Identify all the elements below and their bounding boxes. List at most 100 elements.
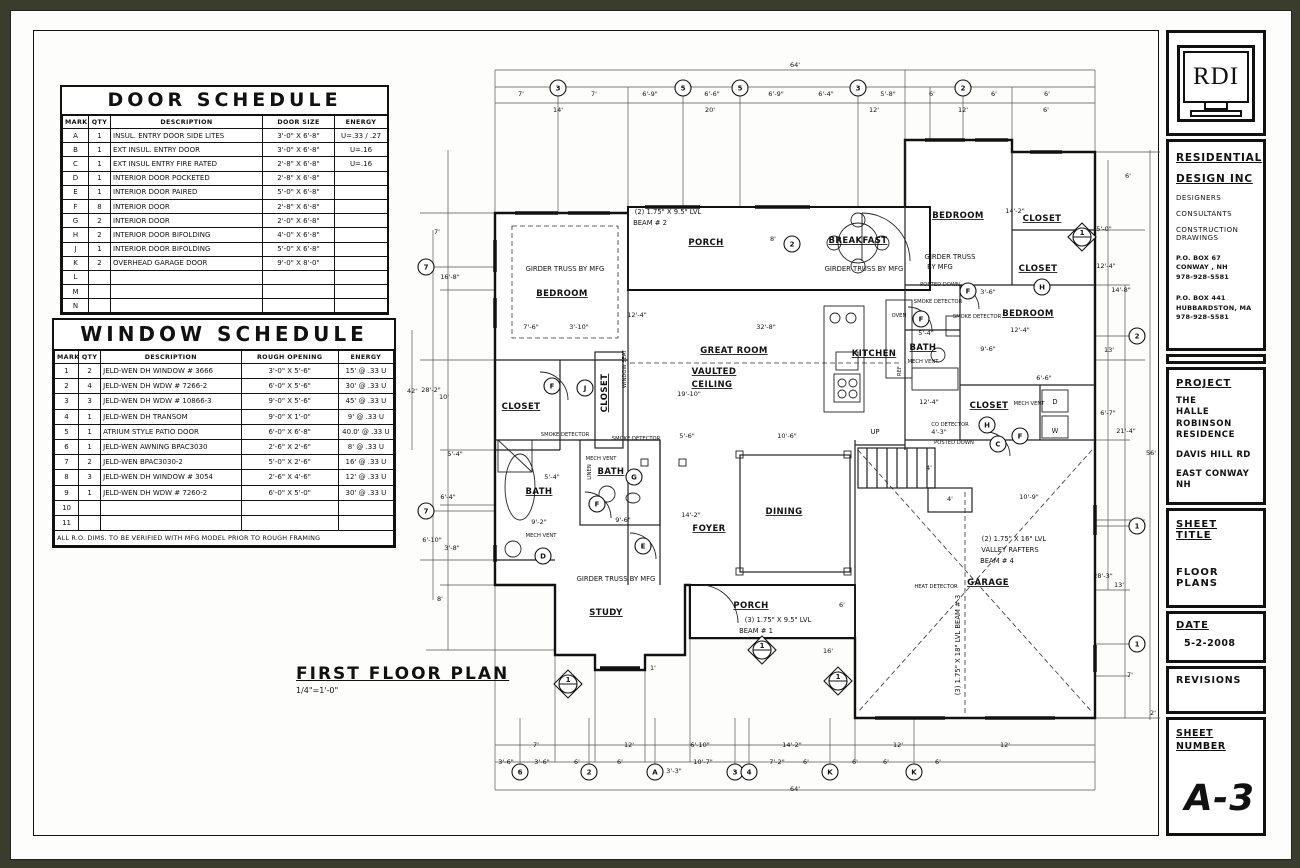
schedule-cell: [334, 298, 388, 314]
schedule-cell: 2: [88, 213, 111, 229]
schedule-cell: 1: [88, 170, 111, 186]
address-line: P.O. BOX 441: [1176, 294, 1226, 303]
schedule-cell: INTERIOR DOOR BIFOLDING: [110, 227, 263, 243]
schedule-cell: 30' @ .33 U: [337, 378, 395, 395]
schedule-cell: INTERIOR DOOR PAIRED: [110, 184, 263, 200]
schedule-cell: [240, 514, 339, 532]
schedule-cell: 4: [53, 408, 80, 425]
schedule-cell: INSUL. ENTRY DOOR SIDE LITES: [110, 127, 263, 144]
column-header: MARK: [62, 115, 89, 129]
address-line: CONWAY , NH: [1176, 263, 1228, 272]
schedule-cell: 3'-0" X 6'-8": [262, 142, 335, 158]
schedule-cell: M: [62, 284, 89, 300]
schedule-cell: 5'-0" X 6'-8": [262, 241, 335, 257]
column-header: QTY: [88, 115, 111, 129]
project-heading: PROJECT: [1176, 378, 1232, 389]
schedule-cell: 40.0' @ .33 U: [337, 423, 395, 440]
schedule-cell: [334, 241, 388, 257]
schedule-cell: [262, 284, 335, 300]
address-line: NH: [1176, 479, 1192, 490]
schedule-cell: 2'-6" X 4'-6": [240, 469, 339, 486]
schedule-row: M: [62, 284, 388, 300]
schedule-cell: 10: [53, 499, 80, 516]
schedule-cell: 4: [78, 378, 102, 395]
project-name-line: ROBINSON: [1176, 418, 1232, 429]
schedule-cell: [334, 227, 388, 243]
schedule-cell: 4'-0" X 6'-8": [262, 227, 335, 243]
schedule-cell: 9'-0" X 5'-6": [240, 393, 339, 410]
schedule-cell: 2: [78, 362, 102, 380]
firm-info-box: RESIDENTIAL DESIGN INC DESIGNERS CONSULT…: [1166, 139, 1266, 351]
schedule-cell: 3'-0" X 6'-8": [262, 127, 335, 144]
schedule-cell: A: [62, 127, 89, 144]
schedule-cell: 11: [53, 514, 80, 532]
monitor-stand: [1204, 102, 1228, 110]
schedule-cell: F: [62, 198, 89, 215]
schedule-cell: JELD-WEN DH WINDOW # 3054: [100, 469, 242, 486]
window-schedule-title: WINDOW SCHEDULE: [54, 320, 394, 350]
project-address: DAVIS HILL RD: [1176, 449, 1251, 460]
schedule-cell: 2: [53, 378, 80, 395]
column-header: DOOR SIZE: [262, 115, 335, 129]
firm-name: DESIGN INC: [1176, 173, 1253, 185]
schedule-cell: 1: [88, 142, 111, 158]
schedule-cell: [240, 499, 339, 516]
schedule-cell: 9' @ .33 U: [337, 408, 395, 425]
schedule-cell: 16' @ .33 U: [337, 454, 395, 471]
project-box: PROJECT THE HALLE ROBINSON RESIDENCE DAV…: [1166, 367, 1266, 505]
schedule-cell: 3: [78, 393, 102, 410]
schedule-cell: [110, 298, 263, 314]
schedule-cell: INTERIOR DOOR: [110, 213, 263, 229]
schedule-cell: 1: [88, 241, 111, 257]
revisions-heading: REVISIONS: [1176, 675, 1242, 686]
schedule-cell: INTERIOR DOOR POCKETED: [110, 170, 263, 186]
schedule-cell: [334, 184, 388, 200]
schedule-cell: JELD-WEN DH WDW # 7260-2: [100, 484, 242, 501]
sheet-title: FLOOR PLANS: [1176, 567, 1219, 589]
title-block: RDI RESIDENTIAL DESIGN INC DESIGNERS CON…: [1166, 30, 1266, 836]
schedule-cell: 3: [53, 393, 80, 410]
firm-name: RESIDENTIAL: [1176, 152, 1263, 164]
schedule-cell: 8' @ .33 U: [337, 438, 395, 456]
schedule-cell: [337, 499, 395, 516]
schedule-cell: B: [62, 142, 89, 158]
sheet-number: A-3: [1180, 778, 1259, 819]
schedule-cell: [262, 298, 335, 314]
schedule-cell: [334, 269, 388, 286]
schedule-cell: 2: [88, 227, 111, 243]
schedule-cell: 5'-0" X 2'-6": [240, 454, 339, 471]
schedule-cell: 6'-0" X 6'-8": [240, 423, 339, 440]
schedule-cell: 2'-8" X 6'-8": [262, 156, 335, 172]
schedule-cell: [100, 514, 242, 532]
firm-role: DESIGNERS: [1176, 194, 1222, 202]
schedule-cell: 5'-0" X 6'-8": [262, 184, 335, 200]
date-heading: DATE: [1176, 620, 1209, 631]
schedule-cell: 9'-0" X 1'-0": [240, 408, 339, 425]
schedule-cell: C: [62, 156, 89, 172]
schedule-cell: 9'-0" X 8'-0": [262, 255, 335, 271]
spacer-box: [1166, 354, 1266, 364]
schedule-cell: 2: [88, 255, 111, 271]
schedule-row: 11: [53, 514, 395, 532]
schedule-cell: JELD-WEN DH WINDOW # 3666: [100, 362, 242, 380]
schedule-cell: EXT INSUL ENTRY FIRE RATED: [110, 156, 263, 172]
plan-title-block: FIRST FLOOR PLAN 1/4"=1'-0": [296, 664, 509, 695]
door-schedule: DOOR SCHEDULE MARK QTY DESCRIPTION DOOR …: [60, 85, 389, 316]
door-schedule-title: DOOR SCHEDULE: [62, 87, 387, 115]
sheet-title-heading: SHEET TITLE: [1176, 519, 1218, 541]
schedule-cell: U=.16: [334, 156, 388, 172]
schedule-cell: JELD-WEN DH WDW # 10866-3: [100, 393, 242, 410]
project-name-line: THE: [1176, 396, 1197, 406]
